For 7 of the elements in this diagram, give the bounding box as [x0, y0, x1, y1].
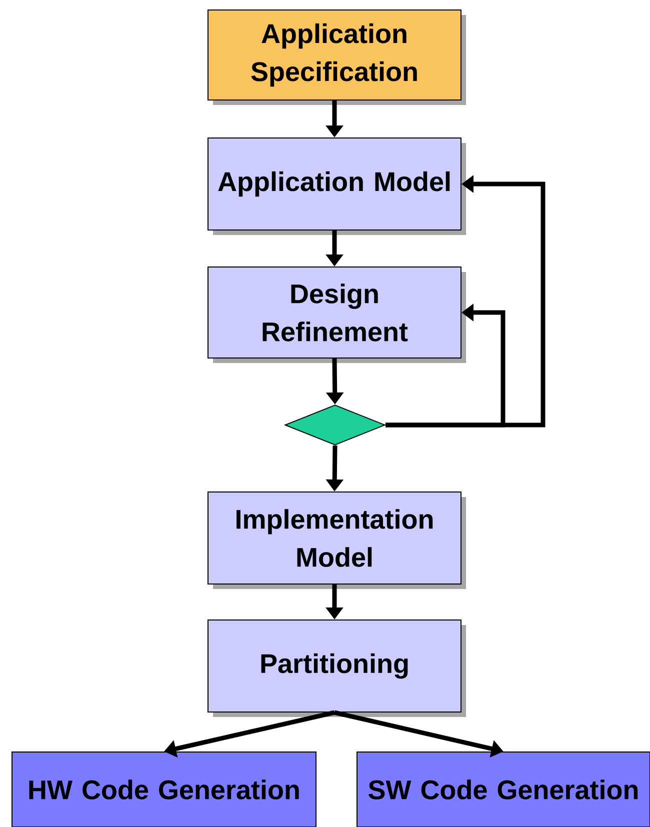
process-box: Application Specification — [208, 10, 462, 100]
process-box: Partitioning — [208, 620, 462, 712]
process-box: Implementation Model — [208, 492, 462, 584]
process-box: HW Code Generation — [12, 752, 316, 827]
process-box: SW Code Generation — [356, 752, 650, 827]
process-box: Design Refinement — [208, 266, 462, 358]
process-box: Application Model — [208, 138, 462, 230]
